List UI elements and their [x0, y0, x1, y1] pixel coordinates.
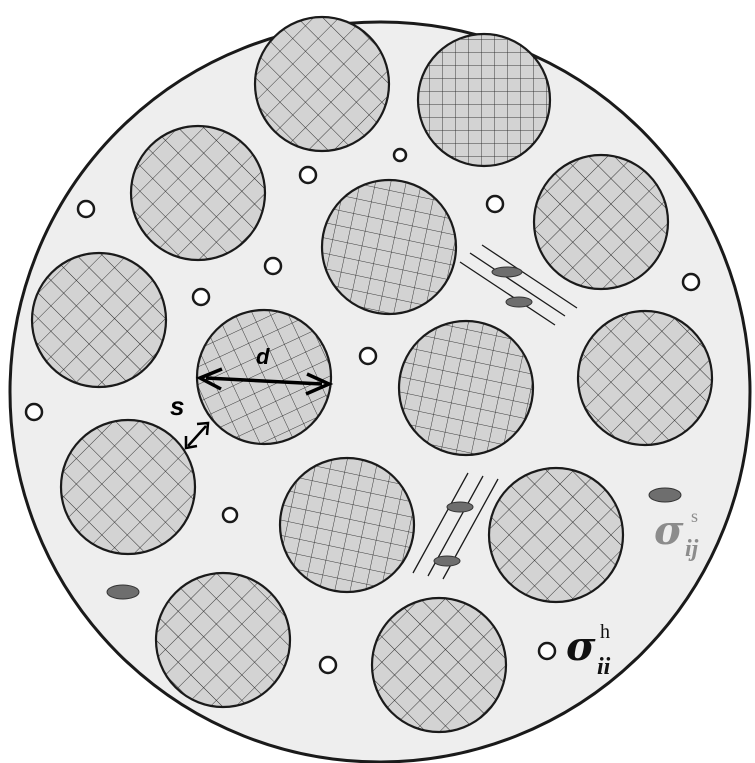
- spacing-label: s: [170, 391, 184, 421]
- fiber: [32, 253, 166, 387]
- pore: [320, 657, 336, 673]
- pore: [193, 289, 209, 305]
- fiber: [156, 573, 290, 707]
- fiber: [489, 468, 623, 602]
- inclusion: [649, 488, 681, 502]
- pore: [683, 274, 699, 290]
- pore: [300, 167, 316, 183]
- fiber: [61, 420, 195, 554]
- pore: [26, 404, 42, 420]
- fiber: [418, 34, 550, 166]
- diameter-label: d: [256, 344, 270, 369]
- inclusion: [107, 585, 139, 599]
- fiber: [578, 311, 712, 445]
- stress-s-superscript: s: [691, 506, 698, 526]
- inclusion: [447, 502, 473, 512]
- fiber: [280, 458, 414, 592]
- fiber: [534, 155, 668, 289]
- stress-s-symbol: σ: [654, 507, 684, 554]
- inclusion: [434, 556, 460, 566]
- pore: [223, 508, 237, 522]
- stress-s-subscript: ij: [685, 536, 699, 562]
- fiber: [131, 126, 265, 260]
- fiber: [372, 598, 506, 732]
- pore: [539, 643, 555, 659]
- fiber: [255, 17, 389, 151]
- stress-h-symbol: σ: [566, 623, 596, 670]
- stress-h-superscript: h: [600, 621, 610, 643]
- inclusion: [492, 267, 522, 277]
- pore: [360, 348, 376, 364]
- pore: [487, 196, 503, 212]
- pore: [265, 258, 281, 274]
- inclusion: [506, 297, 532, 307]
- fiber: [399, 321, 533, 455]
- fiber: [322, 180, 456, 314]
- pore: [394, 149, 406, 161]
- pore: [78, 201, 94, 217]
- stress-h-subscript: ii: [597, 654, 611, 680]
